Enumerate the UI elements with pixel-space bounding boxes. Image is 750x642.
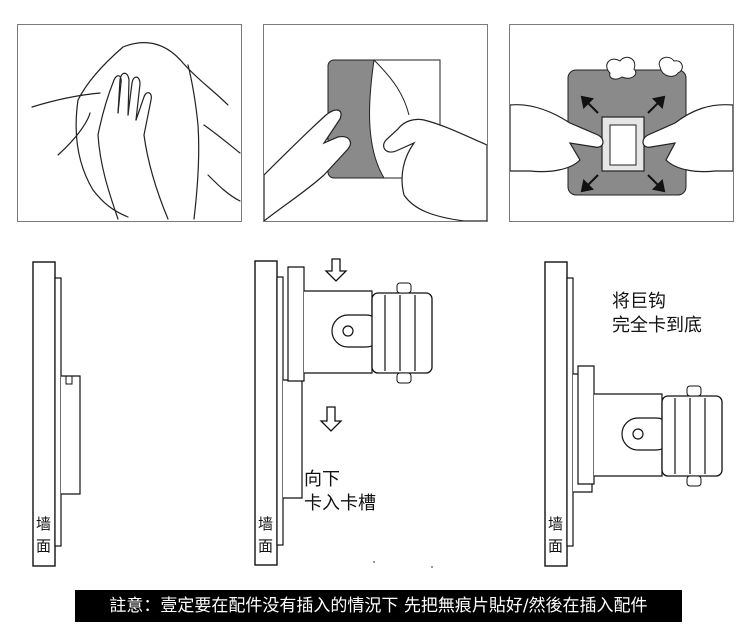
arrow-down-icon xyxy=(324,258,348,282)
press-pad-illustration xyxy=(510,56,733,196)
step2-peel-panel xyxy=(263,24,488,222)
wipe-cloth-illustration xyxy=(31,42,241,220)
step6-hook-diagram xyxy=(542,258,737,568)
arrow-down-icon xyxy=(319,406,343,432)
wall-label-2: 墙面 xyxy=(258,515,274,555)
wall-label-3: 墙面 xyxy=(548,515,564,555)
step6-instruction: 将巨钩 完全卡到底 xyxy=(612,291,702,336)
step4-wall-diagram xyxy=(30,258,100,568)
peel-film-illustration xyxy=(264,59,487,221)
step1-wipe-panel xyxy=(17,24,242,222)
notice-banner: 註意：壹定要在配件没有插入的情況下 先把無痕片貼好/然後在插入配件 xyxy=(75,590,682,622)
step3-press-panel xyxy=(509,24,734,222)
step5-hook-diagram xyxy=(252,255,442,570)
step5-instruction: 向下 卡入卡槽 xyxy=(304,469,376,514)
wall-label-1: 墙面 xyxy=(36,515,52,555)
